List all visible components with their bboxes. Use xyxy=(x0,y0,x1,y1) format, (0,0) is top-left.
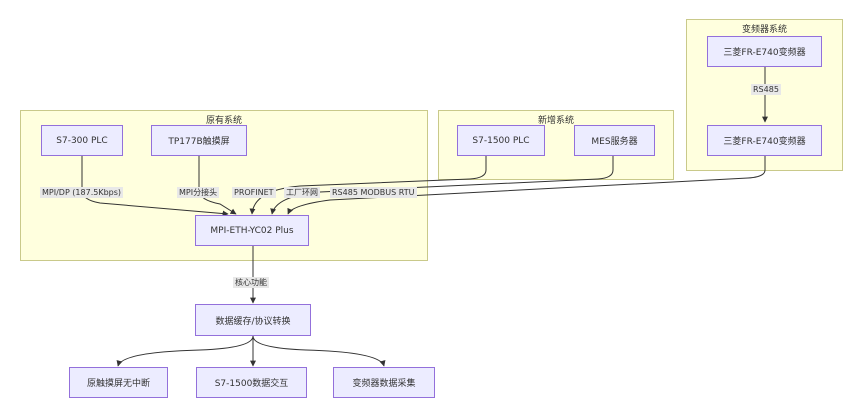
node-output-s7-1500[interactable]: S7-1500数据交互 xyxy=(196,367,307,398)
cluster-vfd-title: 变频器系统 xyxy=(741,25,787,35)
node-core[interactable]: 数据缓存/协议转换 xyxy=(195,304,311,336)
edge-label-factory-ring: 工厂环网 xyxy=(284,187,320,198)
edge-label-mpi-tap: MPI分接头 xyxy=(177,187,220,198)
node-output-vfd[interactable]: 变频器数据采集 xyxy=(333,367,435,398)
edge-tp177b-gateway xyxy=(198,156,237,215)
edge-label-mpi-dp: MPI/DP (187.5Kbps) xyxy=(40,187,124,198)
edge-label-profinet: PROFINET xyxy=(232,187,276,198)
edge-mes-gateway xyxy=(270,156,614,215)
node-s7-1500-plc[interactable]: S7-1500 PLC xyxy=(457,125,545,156)
cluster-new-title: 新增系统 xyxy=(537,116,574,126)
node-vfd-top[interactable]: 三菱FR-E740变频器 xyxy=(707,36,822,67)
edge-label-rs485-modbus: RS485 MODBUS RTU xyxy=(330,187,417,198)
node-s7-300-plc[interactable]: S7-300 PLC xyxy=(41,125,123,156)
node-gateway[interactable]: MPI-ETH-YC02 Plus xyxy=(195,215,309,246)
node-vfd-bottom[interactable]: 三菱FR-E740变频器 xyxy=(707,125,822,156)
node-mes-server[interactable]: MES服务器 xyxy=(574,125,655,156)
edge-label-rs485: RS485 xyxy=(751,84,781,95)
cluster-legacy-title: 原有系统 xyxy=(205,116,242,126)
edge-core-out3 xyxy=(252,335,386,367)
edge-s71500-gateway xyxy=(249,156,487,215)
edge-vfd-gateway xyxy=(287,156,766,215)
edge-core-out1 xyxy=(116,335,254,367)
node-tp177b-touchscreen[interactable]: TP177B触摸屏 xyxy=(151,125,247,156)
edge-s7300-gateway xyxy=(81,156,229,217)
edge-label-core-function: 核心功能 xyxy=(233,277,269,288)
node-output-touchscreen[interactable]: 原触摸屏无中断 xyxy=(69,367,168,398)
